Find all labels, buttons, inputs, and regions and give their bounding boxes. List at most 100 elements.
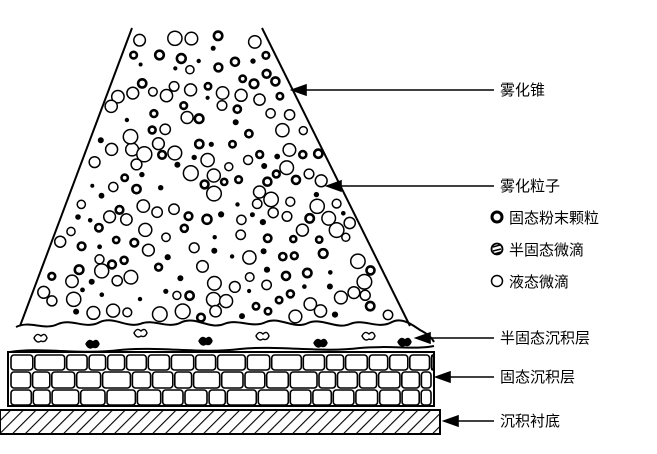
solid-grain: [289, 371, 318, 389]
liquid-droplet: [247, 34, 262, 49]
solid-grain: [430, 354, 435, 371]
liquid-droplet: [37, 285, 51, 299]
solid-powder-particle: [136, 78, 148, 89]
solid-powder-particle: [277, 251, 288, 262]
solid-powder-particle: [328, 270, 333, 275]
solid-grain: [226, 389, 258, 406]
solid-powder-particle: [280, 270, 292, 282]
solid-grain: [10, 354, 34, 371]
liquid-droplet: [151, 137, 166, 151]
solid-grain: [368, 354, 389, 371]
liquid-droplet: [313, 304, 328, 318]
solid-powder-particle: [274, 153, 281, 160]
liquid-droplet: [195, 259, 210, 273]
solid-grain: [194, 354, 217, 371]
liquid-droplet: [236, 214, 247, 226]
solid-powder-particle: [219, 177, 229, 187]
liquid-droplet: [182, 165, 199, 182]
liquid-droplet: [86, 305, 101, 321]
liquid-droplet: [347, 285, 361, 300]
label-atomization-cone: 雾化锥: [500, 81, 546, 99]
liquid-droplet: [263, 191, 280, 208]
solid-powder-particle: [297, 149, 308, 160]
solid-powder-particle: [129, 50, 139, 60]
solid-powder-particle: [364, 300, 376, 312]
solid-grain: [106, 354, 126, 371]
solid-grain: [257, 389, 290, 406]
solid-powder-particle: [90, 183, 95, 188]
liquid-droplet: [167, 30, 183, 47]
liquid-droplet: [147, 86, 158, 97]
solid-grain: [170, 354, 195, 371]
solid-powder-particle: [249, 212, 255, 218]
solid-grain: [51, 389, 80, 406]
solid-powder-particle: [199, 179, 210, 190]
liquid-droplet: [235, 229, 247, 241]
solid-powder-particle: [80, 287, 85, 293]
label-semi-solid-layer: 半固态沉积层: [500, 329, 591, 347]
liquid-droplet: [123, 269, 139, 285]
solid-powder-particle: [302, 284, 307, 289]
solid-powder-particle: [193, 113, 205, 125]
solid-powder-particle: [208, 141, 214, 147]
solid-powder-particle: [147, 125, 157, 135]
liquid-droplet: [185, 64, 195, 75]
solid-powder-particle: [255, 149, 265, 160]
liquid-droplet: [282, 142, 297, 157]
solid-grain: [101, 371, 132, 389]
solid-powder-particle: [263, 306, 273, 316]
solid-powder-particle: [317, 247, 329, 260]
liquid-droplet: [206, 275, 222, 291]
solid-powder-particle: [285, 289, 296, 299]
solid-powder-particle: [210, 45, 216, 51]
solid-powder-particle: [76, 241, 87, 252]
solid-powder-particle: [205, 95, 210, 100]
solid-grain: [106, 389, 137, 406]
solid-powder-particle: [191, 154, 197, 161]
liquid-droplet: [331, 198, 342, 209]
solid-powder-particle: [153, 49, 166, 61]
solid-powder-particle: [183, 211, 194, 222]
solid-powder-particle: [157, 149, 168, 160]
liquid-droplet: [107, 181, 119, 193]
semi-solid-droplet-icon: [490, 242, 504, 256]
liquid-droplet: [94, 254, 105, 265]
solid-grain: [332, 389, 355, 406]
liquid-droplet: [303, 297, 318, 312]
solid-powder-particle: [248, 78, 260, 90]
solid-grain: [184, 389, 208, 406]
solid-grain: [65, 354, 88, 371]
solid-powder-particle: [139, 171, 145, 178]
solid-powder-particle: [290, 174, 302, 186]
liquid-droplet: [356, 273, 373, 290]
solid-powder-particle: [261, 68, 272, 80]
solid-grain: [270, 354, 303, 371]
solid-grain: [312, 389, 333, 406]
solid-grain: [50, 371, 76, 389]
semi-solid-blob: [313, 338, 328, 348]
solid-grain: [75, 371, 102, 389]
liquid-droplet: [122, 128, 139, 145]
solid-grain: [420, 371, 432, 389]
label-solid-layer: 固态沉积层: [500, 368, 576, 386]
solid-powder-particle: [262, 233, 273, 244]
liquid-droplet: [303, 168, 315, 180]
solid-powder-particle: [158, 185, 164, 191]
solid-grain: [216, 354, 247, 371]
label-atomized-particles: 雾化粒子: [500, 177, 561, 195]
solid-powder-particle: [88, 278, 95, 285]
liquid-droplet: [343, 216, 357, 230]
solid-grain: [32, 389, 51, 406]
solid-grain: [147, 354, 171, 371]
liquid-droplet: [136, 199, 151, 214]
solid-powder-particle: [93, 222, 104, 233]
semi-solid-blob: [397, 337, 412, 347]
solid-powder-particle: [195, 312, 207, 323]
liquid-droplet: [66, 226, 76, 237]
liquid-droplet: [159, 123, 172, 136]
liquid-droplet: [105, 303, 121, 318]
solid-powder-particle: [288, 234, 298, 244]
solid-grain: [265, 371, 290, 389]
liquid-droplet: [218, 293, 234, 309]
